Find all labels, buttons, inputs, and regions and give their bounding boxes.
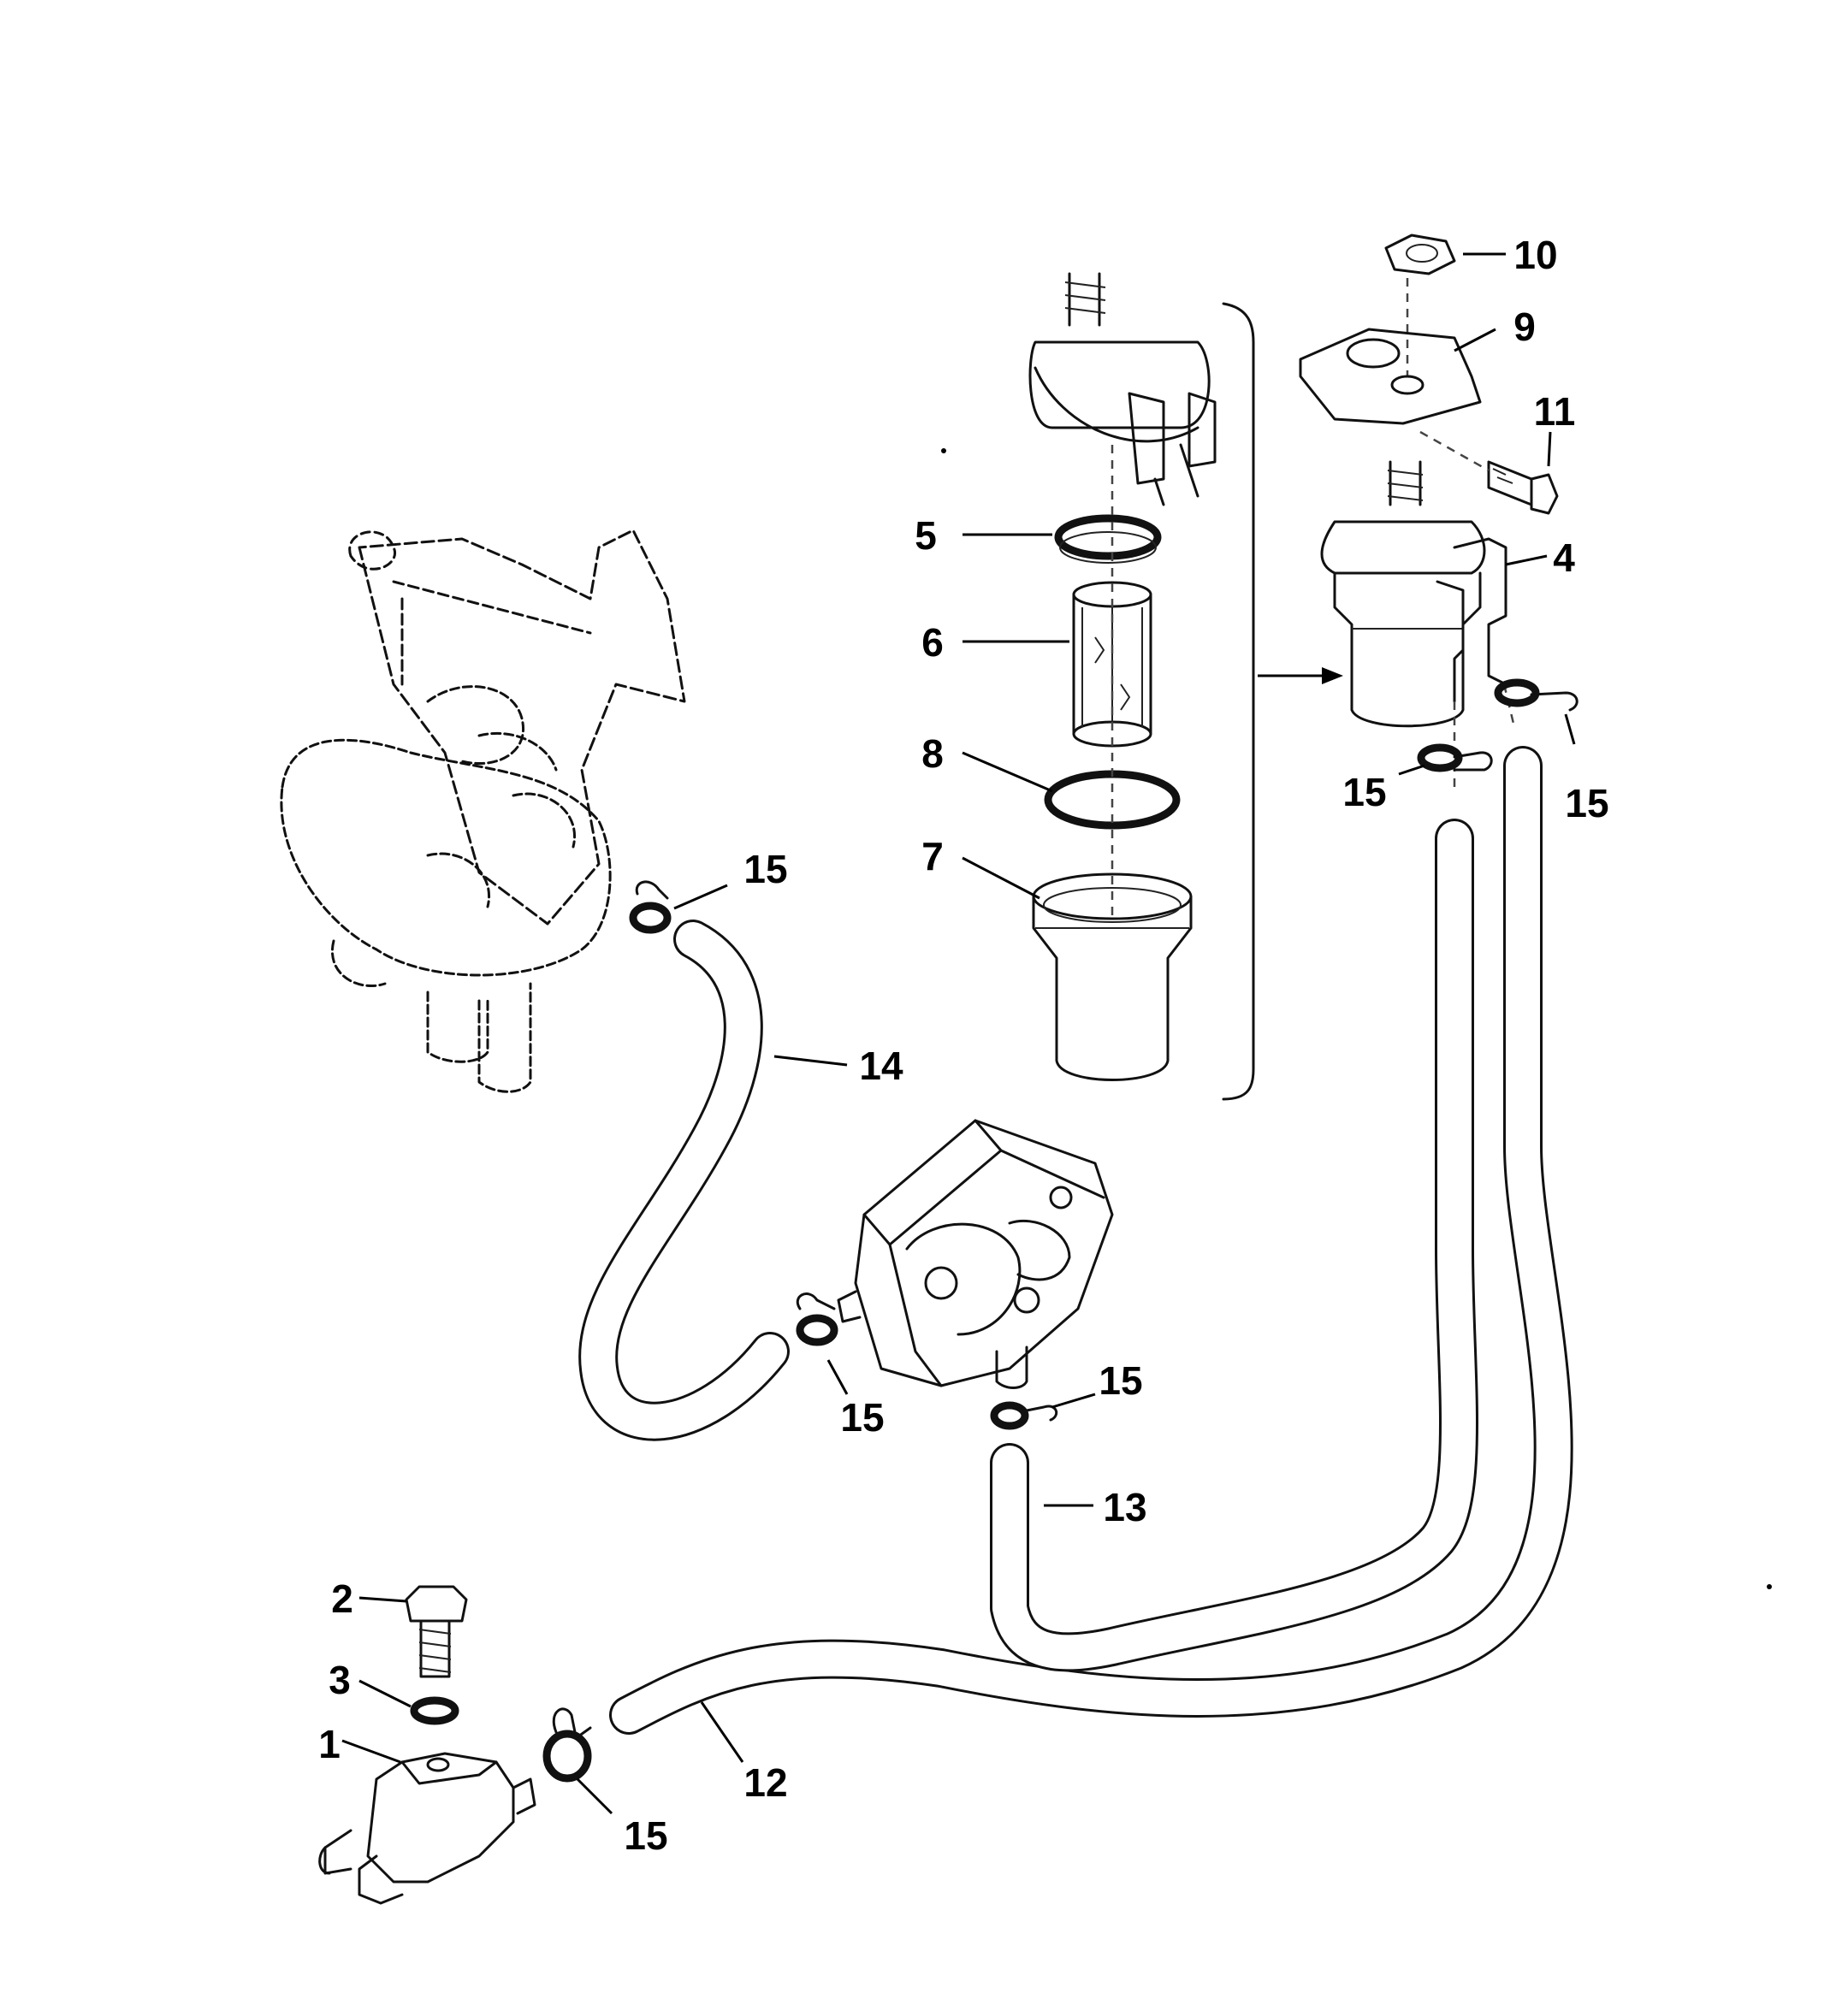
carburetor (280, 529, 686, 1093)
callout-8: 8 (921, 731, 944, 776)
hose-clamp (629, 880, 672, 934)
fuel-hose-14 (578, 920, 790, 1441)
exploded-view-bracket (1222, 302, 1255, 1101)
speck (1767, 1584, 1772, 1589)
speck (941, 448, 946, 453)
bolt-axis-line (1419, 430, 1490, 472)
bracket-arrow (1258, 667, 1343, 684)
fuel-connector-1 (318, 1752, 536, 1905)
callout-9: 9 (1513, 305, 1536, 349)
fuel-filter-assembly-4 (1320, 460, 1507, 728)
callout-13: 13 (1103, 1485, 1146, 1529)
callout-15-pump-inlet: 15 (840, 1395, 884, 1440)
callout-7: 7 (921, 834, 944, 878)
filter-bowl-7 (1032, 872, 1193, 1081)
hex-nut-10 (1384, 234, 1456, 275)
callout-10: 10 (1513, 233, 1557, 277)
fuel-hose-13 (990, 819, 1478, 1672)
hose-clamp (990, 1401, 1058, 1430)
hose-clamp (1417, 743, 1493, 772)
callout-15-connector: 15 (624, 1813, 667, 1858)
bolt-2 (405, 1585, 468, 1678)
callout-2: 2 (331, 1576, 353, 1621)
callout-11: 11 (1534, 389, 1576, 434)
fuel-pump (837, 1119, 1114, 1389)
callout-1: 1 (318, 1722, 341, 1766)
mounting-bracket-9 (1299, 328, 1482, 425)
fuel-hose-12 (609, 746, 1573, 1735)
washer-3 (410, 1696, 459, 1725)
hose-clamp (796, 1292, 838, 1346)
hose-clamp (542, 1707, 592, 1783)
callout-4: 4 (1553, 535, 1575, 580)
callout-14: 14 (859, 1044, 903, 1088)
filter-head (1028, 272, 1217, 506)
callout-15-carburetor: 15 (743, 847, 787, 891)
callout-15-filter-left: 15 (1342, 770, 1386, 814)
leader-lines (341, 252, 1576, 1815)
o-ring-5 (1054, 514, 1162, 564)
callout-15-filter-right: 15 (1565, 781, 1608, 825)
callout-15-pump-outlet: 15 (1099, 1358, 1142, 1403)
bolt-11 (1487, 460, 1559, 515)
callout-5: 5 (915, 513, 937, 558)
callout-3: 3 (329, 1658, 351, 1702)
callout-12: 12 (743, 1760, 787, 1805)
callout-6: 6 (921, 620, 944, 665)
hose-clamp (1494, 678, 1578, 712)
